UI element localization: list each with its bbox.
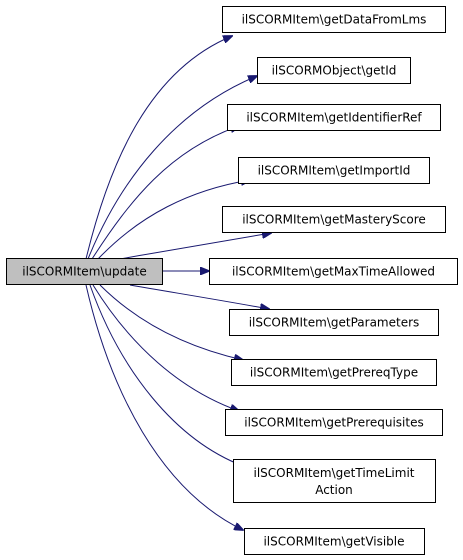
- node-label: ilSCORMItem\getMasteryScore: [242, 213, 426, 227]
- edge-getParameters: [129, 284, 269, 309]
- node-getMaxTimeAllowed[interactable]: ilSCORMItem\getMaxTimeAllowed: [209, 258, 458, 285]
- node-label-line1: ilSCORMItem\getTimeLimit: [254, 466, 415, 480]
- node-getVisible[interactable]: ilSCORMItem\getVisible: [244, 528, 425, 555]
- edge-getTimeLimitAction: [89, 284, 243, 466]
- node-label: ilSCORMItem\getPrereqType: [250, 366, 418, 380]
- node-label: ilSCORMItem\getVisible: [263, 535, 404, 549]
- node-getTimeLimitAction[interactable]: ilSCORMItem\getTimeLimit Action: [233, 459, 436, 503]
- edge-getImportId: [97, 180, 250, 260]
- node-getImportId[interactable]: ilSCORMItem\getImportId: [238, 157, 430, 184]
- edge-getId: [87, 76, 257, 260]
- node-getParameters[interactable]: ilSCORMItem\getParameters: [229, 309, 439, 336]
- node-getPrerequisites[interactable]: ilSCORMItem\getPrerequisites: [225, 409, 443, 436]
- node-label: ilSCORMItem\update: [22, 265, 146, 279]
- node-getMasteryScore[interactable]: ilSCORMItem\getMasteryScore: [222, 206, 446, 233]
- node-label: ilSCORMItem\getImportId: [258, 164, 411, 178]
- edges: [85, 36, 271, 530]
- edge-getVisible: [85, 284, 243, 530]
- node-label-line2: Action: [315, 483, 353, 497]
- edge-getPrerequisites: [92, 284, 239, 411]
- node-source-update[interactable]: ilSCORMItem\update: [6, 258, 163, 285]
- edge-getPrereqType: [99, 284, 243, 360]
- edge-getMasteryScore: [119, 233, 271, 260]
- node-label: ilSCORMItem\getMaxTimeAllowed: [232, 265, 435, 279]
- node-label: ilSCORMItem\getIdentifierRef: [246, 111, 422, 125]
- edge-getIdentifierRef: [91, 126, 239, 260]
- edge-getDataFromLms: [85, 36, 232, 260]
- node-label: ilSCORMItem\getDataFromLms: [242, 13, 427, 27]
- node-getId[interactable]: ilSCORMObject\getId: [257, 57, 411, 84]
- node-getPrereqType[interactable]: ilSCORMItem\getPrereqType: [231, 359, 437, 386]
- node-getDataFromLms[interactable]: ilSCORMItem\getDataFromLms: [222, 6, 446, 33]
- node-label: ilSCORMItem\getPrerequisites: [244, 416, 423, 430]
- node-getIdentifierRef[interactable]: ilSCORMItem\getIdentifierRef: [227, 104, 441, 131]
- node-label: ilSCORMItem\getParameters: [249, 316, 420, 330]
- node-label: ilSCORMObject\getId: [272, 64, 397, 78]
